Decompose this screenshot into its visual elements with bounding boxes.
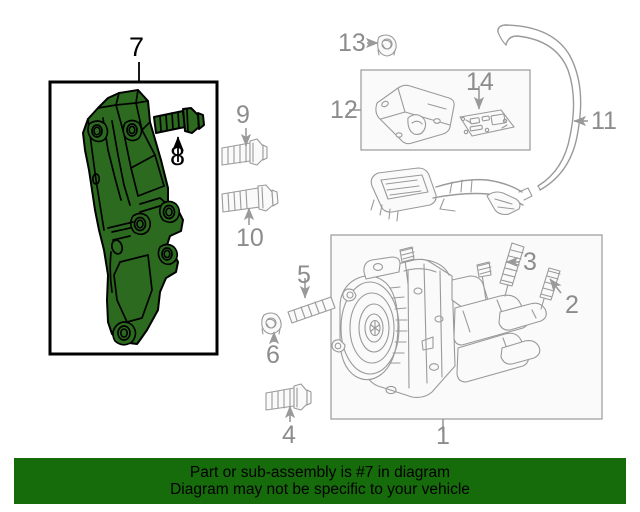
banner-line-2: Diagram may not be specific to your vehi…	[170, 481, 470, 498]
callout-label-1: 1	[436, 422, 450, 450]
nut-6-illustration	[261, 312, 282, 335]
flange-bolt-9-illustration	[221, 138, 268, 166]
leader-2	[549, 278, 562, 294]
callout-label-10: 10	[236, 224, 264, 252]
alternator-bracket-illustration	[82, 89, 184, 346]
flange-bolt-10-illustration	[221, 184, 279, 213]
battery-cable-illustration	[497, 24, 582, 191]
mounting-nut-illustration	[377, 34, 397, 57]
group-box-1	[330, 234, 603, 420]
highlight-banner: Part or sub-assembly is #7 in diagram Di…	[14, 458, 626, 504]
callout-label-12: 12	[330, 96, 358, 124]
callout-label-5: 5	[297, 261, 311, 289]
banner-line-1: Part or sub-assembly is #7 in diagram	[189, 463, 451, 481]
callout-label-9: 9	[236, 101, 250, 129]
callout-label-2: 2	[565, 291, 579, 319]
callout-label-6: 6	[266, 341, 280, 369]
voltage-regulator-module-illustration	[375, 84, 455, 145]
stud-5-illustration	[287, 296, 336, 324]
flange-bolt-4-illustration	[265, 383, 312, 411]
wiring-harness-illustration	[370, 167, 533, 222]
callout-label-7: 7	[129, 32, 145, 62]
callout-label-3: 3	[523, 248, 537, 276]
callout-label-11: 11	[591, 107, 617, 135]
circuit-board-gasket-illustration	[459, 109, 515, 137]
callout-label-8: 8	[170, 141, 186, 171]
group-box-7	[48, 80, 219, 356]
callout-label-14: 14	[466, 68, 494, 96]
group-box-12	[360, 69, 531, 151]
callout-label-4: 4	[282, 421, 296, 449]
alternator-illustration	[331, 246, 547, 398]
bracket-bolt-8-illustration	[153, 107, 205, 134]
callout-label-13: 13	[338, 29, 366, 57]
